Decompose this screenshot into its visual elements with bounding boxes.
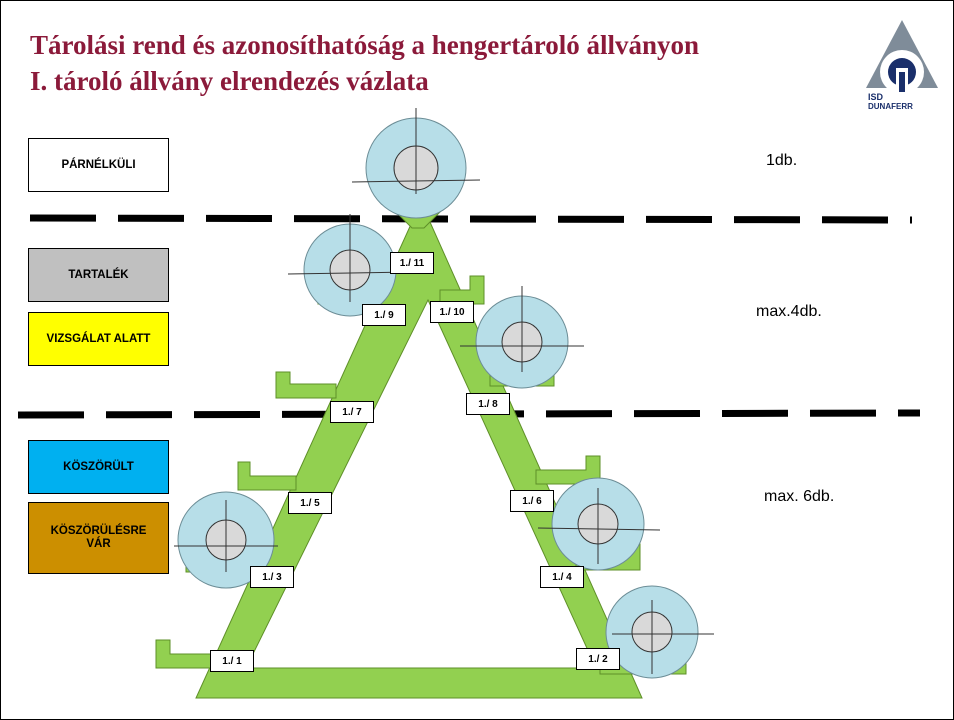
position-label-7: 1./ 7: [330, 401, 374, 423]
position-label-10: 1./ 10: [430, 301, 474, 323]
rack-frame: [155, 195, 687, 699]
position-label-8: 1./ 8: [466, 393, 510, 415]
count-bottom: max. 6db.: [764, 488, 835, 505]
roll-left-upper: [287, 214, 411, 317]
position-label-4: 1./ 4: [540, 566, 584, 588]
count-top: 1db.: [766, 152, 798, 169]
position-label-11: 1./ 11: [390, 252, 434, 274]
position-label-5: 1./ 5: [288, 492, 332, 514]
legend-label: VIZSGÁLAT ALATT: [46, 332, 151, 345]
roll-left-lower: [174, 491, 278, 589]
legend-tartalek: TARTALÉK: [28, 248, 169, 302]
legend-label: PÁRNÉLKÜLI: [61, 158, 136, 171]
logo-text-isd: ISD: [868, 92, 884, 102]
roll-right-lower: [605, 585, 714, 679]
hook-left-5: [237, 461, 297, 491]
count-middle: max.4db.: [756, 303, 822, 320]
position-label-6: 1./ 6: [510, 490, 554, 512]
position-label-9: 1./ 9: [362, 304, 406, 326]
legend-vizsgalat-alatt: VIZSGÁLAT ALATT: [28, 312, 169, 366]
position-label-2: 1./ 2: [576, 648, 620, 670]
position-label-1: 1./ 1: [210, 650, 254, 672]
hook-left-7: [275, 371, 337, 399]
logo-text-dunaferr: DUNAFERR: [868, 102, 913, 110]
roll-right-middle: [537, 477, 661, 571]
legend-label: KÖSZÖRÜLT: [63, 460, 134, 473]
legend-koszorult: KÖSZÖRÜLT: [28, 440, 169, 494]
hook-left-1: [155, 639, 213, 669]
dunaferr-logo: ISD DUNAFERR: [866, 20, 938, 110]
hook-right-6: [535, 455, 601, 485]
roll-top: [351, 108, 481, 219]
legend-parnelkuli: PÁRNÉLKÜLI: [28, 138, 169, 192]
slide-title: Tárolási rend és azonosíthatóság a henge…: [30, 30, 700, 60]
roll-right-upper: [460, 286, 584, 389]
position-label-3: 1./ 3: [250, 566, 294, 588]
legend-label: KÖSZÖRÜLÉSRE VÁR: [50, 525, 147, 550]
separator-line-top: [29, 214, 913, 224]
slide-subtitle: I. tároló állvány elrendezés vázlata: [30, 66, 429, 96]
legend-label: TARTALÉK: [68, 268, 129, 281]
legend-koszorulesre-var: KÖSZÖRÜLÉSRE VÁR: [28, 502, 169, 574]
